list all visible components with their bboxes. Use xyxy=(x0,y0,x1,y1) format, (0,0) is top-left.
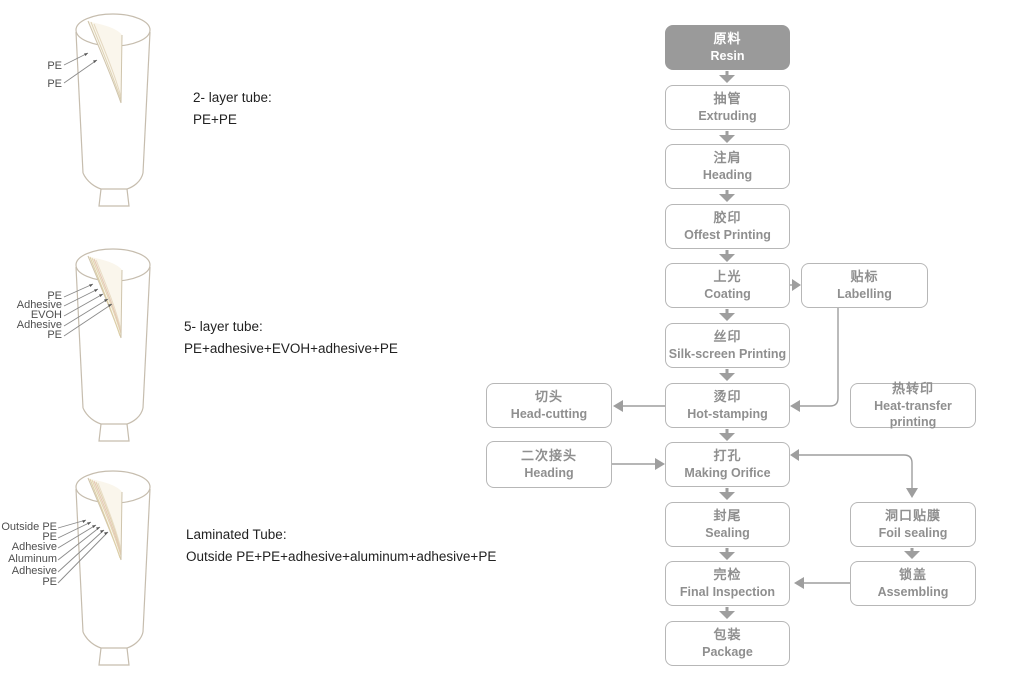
flow-box-label-zh: 烫印 xyxy=(713,388,742,404)
flow-box-label-en: Hot-stamping xyxy=(687,406,768,421)
layer-label: PE xyxy=(47,290,62,302)
layer-label: Adhesive xyxy=(16,319,62,331)
layer-label: Aluminum xyxy=(8,553,57,565)
flow-box-label-zh: 二次接头 xyxy=(520,447,577,463)
flow-box-silk-screen-printing: 丝印 Silk-screen Printing xyxy=(665,323,790,368)
flow-box-label-en: Extruding xyxy=(698,108,757,123)
flow-box-label-en: Package xyxy=(702,644,753,659)
flow-box-foil-sealing: 洞口贴膜 Foil sealing xyxy=(850,502,976,547)
flow-box-final-inspection: 完检 Final Inspection xyxy=(665,561,790,606)
flow-box-label-zh: 包装 xyxy=(713,626,742,642)
flow-box-label-en: Silk-screen Printing xyxy=(668,346,787,361)
layer-label: PE xyxy=(47,329,62,341)
flow-box-heading: 注肩 Heading xyxy=(665,144,790,189)
caption-title: Laminated Tube: xyxy=(186,527,287,542)
flow-box-label-en: Heading xyxy=(702,167,753,182)
flow-box-hot-stamping: 烫印 Hot-stamping xyxy=(665,383,790,428)
flow-box-label-zh: 原料 xyxy=(713,30,742,46)
caption-formula: Outside PE+PE+adhesive+aluminum+adhesive… xyxy=(186,549,497,564)
flow-box-package: 包装 Package xyxy=(665,621,790,666)
layer-label: Adhesive xyxy=(16,299,62,311)
caption-5-layer: 5- layer tube: PE+adhesive+EVOH+adhesive… xyxy=(184,317,398,359)
flow-box-label-en: Offest Printing xyxy=(684,227,771,242)
flow-box-label-zh: 完检 xyxy=(713,566,742,582)
tube-illustration-laminated: Outside PE PE Adhesive Aluminum Adhesive… xyxy=(0,460,250,679)
flow-box-label-en: Head-cutting xyxy=(510,406,588,421)
flow-box-label-zh: 抽管 xyxy=(713,90,742,106)
flow-box-label-zh: 洞口贴膜 xyxy=(884,507,941,523)
layer-label: PE xyxy=(42,531,57,543)
flow-box-heat-transfer-printing: 热转印 Heat-transfer printing xyxy=(850,380,976,429)
flow-box-label-zh: 切头 xyxy=(534,388,563,404)
flow-box-label-en: Making Orifice xyxy=(684,465,771,480)
flow-box-label-zh: 上光 xyxy=(713,268,742,284)
flow-box-label-zh: 贴标 xyxy=(850,268,879,284)
leader-ticks xyxy=(89,284,112,307)
tube-drawing-5-layer xyxy=(63,248,151,442)
flow-box-label-zh: 注肩 xyxy=(713,149,742,165)
leader-lines xyxy=(63,283,113,337)
flow-box-assembling: 锁盖 Assembling xyxy=(850,561,976,606)
flow-box-label-en: Foil sealing xyxy=(878,525,948,540)
flow-box-label-en: Labelling xyxy=(837,286,892,301)
tube-drawing-2-layer xyxy=(63,13,151,207)
flow-box-second-heading: 二次接头 Heading xyxy=(486,441,612,488)
layer-label: Adhesive xyxy=(11,565,57,577)
tube-illustration-5-layer: PE Adhesive EVOH Adhesive PE xyxy=(0,240,250,455)
leader-ticks xyxy=(82,520,108,535)
flow-box-label-en: Heading xyxy=(524,465,574,480)
flow-box-label-en: Coating xyxy=(704,286,751,301)
leader-lines xyxy=(57,519,109,584)
layer-label: PE xyxy=(42,576,57,588)
flow-box-label-zh: 锁盖 xyxy=(898,566,927,582)
layer-label: Outside PE xyxy=(1,521,57,533)
flow-box-head-cutting: 切头 Head-cutting xyxy=(486,383,612,428)
layer-label: PE xyxy=(47,60,62,72)
layer-label: PE xyxy=(47,78,62,90)
caption-formula: PE+adhesive+EVOH+adhesive+PE xyxy=(184,341,398,356)
flow-box-sealing: 封尾 Sealing xyxy=(665,502,790,547)
leader-lines xyxy=(63,52,98,84)
flow-box-label-zh: 胶印 xyxy=(713,209,742,225)
caption-title: 2- layer tube: xyxy=(193,90,272,105)
caption-2-layer: 2- layer tube: PE+PE xyxy=(193,88,272,130)
flow-box-label-zh: 丝印 xyxy=(713,328,742,344)
flow-box-extruding: 抽管 Extruding xyxy=(665,85,790,130)
caption-formula: PE+PE xyxy=(193,112,237,127)
flow-box-making-orifice: 打孔 Making Orifice xyxy=(665,442,790,487)
flow-box-label-zh: 热转印 xyxy=(891,380,934,396)
flow-box-coating: 上光 Coating xyxy=(665,263,790,308)
caption-laminated: Laminated Tube: Outside PE+PE+adhesive+a… xyxy=(186,525,496,567)
flow-box-label-zh: 打孔 xyxy=(713,447,742,463)
layer-label: EVOH xyxy=(30,309,62,321)
flow-box-label-en: Heat-transfer printing xyxy=(874,398,952,429)
flow-box-label-en: Sealing xyxy=(705,525,750,540)
flow-box-label-en: Assembling xyxy=(877,584,949,599)
flow-box-label-en: Resin xyxy=(710,48,745,63)
flow-box-labelling: 贴标 Labelling xyxy=(801,263,928,308)
tube-illustration-2-layer: PE PE xyxy=(0,5,250,220)
flow-box-resin: 原料 Resin xyxy=(665,25,790,70)
leader-ticks xyxy=(84,53,97,63)
flow-box-label-en: Final Inspection xyxy=(679,584,776,599)
flow-box-offset-printing: 胶印 Offest Printing xyxy=(665,204,790,249)
layer-label: Adhesive xyxy=(11,541,57,553)
caption-title: 5- layer tube: xyxy=(184,319,263,334)
tube-drawing-laminated xyxy=(57,470,151,666)
flow-box-label-zh: 封尾 xyxy=(713,507,742,523)
